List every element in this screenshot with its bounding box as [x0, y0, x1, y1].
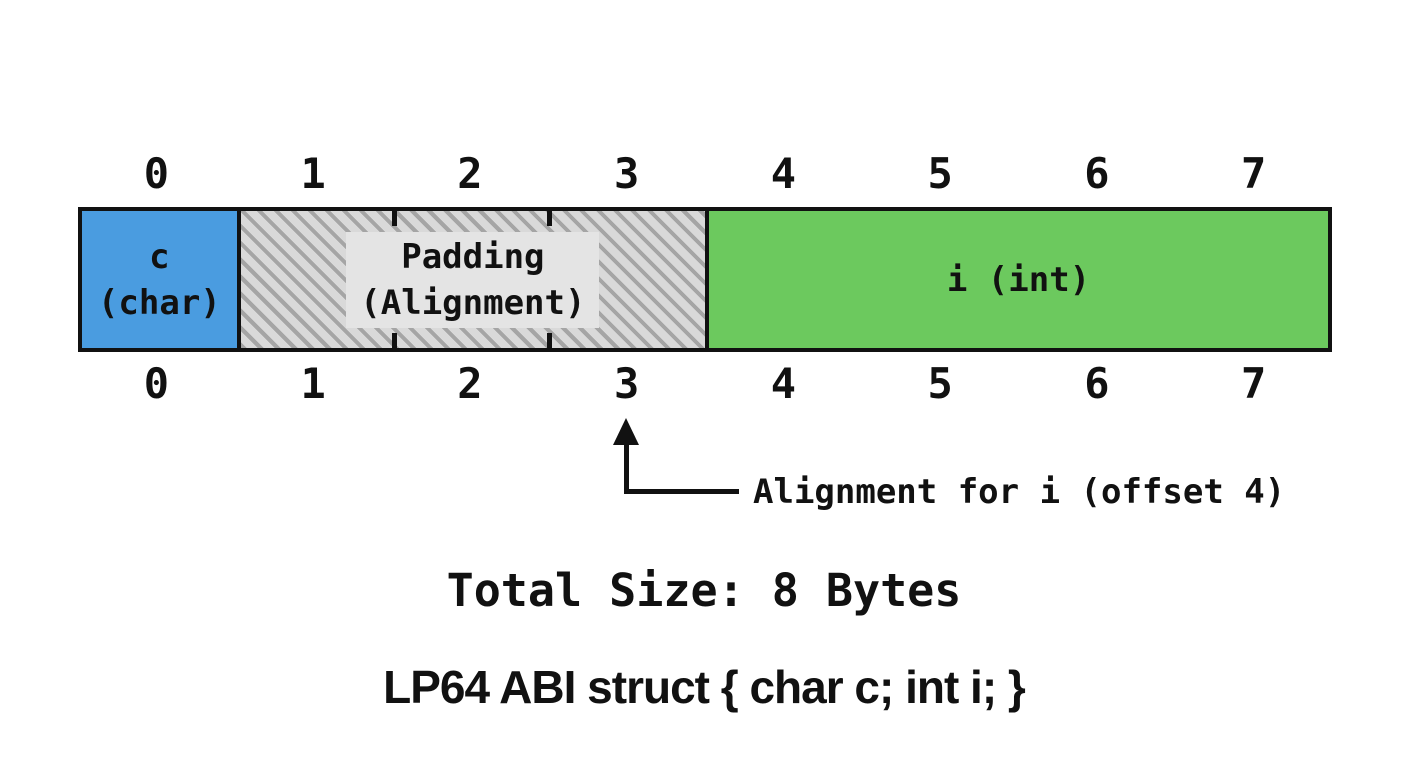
up-arrow-icon: [613, 418, 639, 445]
byte-boundary-tick: [547, 333, 553, 348]
byte-index-label: 6: [1084, 149, 1110, 198]
byte-index-label: 5: [927, 359, 953, 408]
byte-index-label: 3: [613, 359, 640, 408]
byte-index-label: 0: [143, 149, 170, 198]
byte-index-label: 6: [1084, 359, 1110, 408]
total-size-text: Total Size: 8 Bytes: [446, 564, 962, 617]
arrow-horizontal-line: [624, 489, 739, 494]
byte-index-label: 7: [1240, 359, 1267, 408]
char-field-label-line2: (char): [97, 282, 221, 323]
byte-scale-bottom: 0 1 2 3 4 5 6 7: [78, 362, 1332, 406]
byte-index-label: 5: [927, 149, 953, 198]
arrow-vertical-line: [624, 441, 629, 494]
char-field-label: c (char): [98, 234, 221, 326]
padding-label-line1: Padding: [401, 236, 545, 277]
padding-cell: Padding (Alignment): [240, 211, 709, 348]
byte-index-label: 0: [143, 359, 170, 408]
byte-index-label: 2: [457, 359, 483, 408]
byte-index-label: 2: [457, 149, 483, 198]
byte-index-label: 4: [770, 149, 797, 198]
byte-index-label: 7: [1240, 149, 1267, 198]
byte-index-label: 1: [300, 149, 326, 198]
memory-bytes-bar: c (char) Padding (Alignment) i (int): [78, 207, 1332, 352]
padding-label-line2: (Alignment): [360, 282, 586, 323]
int-field-label: i (int): [946, 259, 1091, 300]
char-field-cell: c (char): [82, 211, 241, 348]
struct-caption-text: LP64 ABI struct { char c; int i; }: [383, 661, 1026, 713]
byte-index-label: 3: [613, 149, 640, 198]
byte-boundary-tick: [547, 211, 553, 226]
byte-boundary-tick: [392, 211, 398, 226]
byte-index-label: 4: [770, 359, 797, 408]
padding-label: Padding (Alignment): [346, 231, 600, 328]
byte-boundary-tick: [392, 333, 398, 348]
alignment-annotation: Alignment for i (offset 4): [753, 472, 1286, 512]
char-field-label-line1: c: [149, 236, 170, 277]
byte-scale-top: 0 1 2 3 4 5 6 7: [78, 152, 1332, 196]
byte-index-label: 1: [300, 359, 326, 408]
int-field-cell: i (int): [709, 211, 1328, 348]
